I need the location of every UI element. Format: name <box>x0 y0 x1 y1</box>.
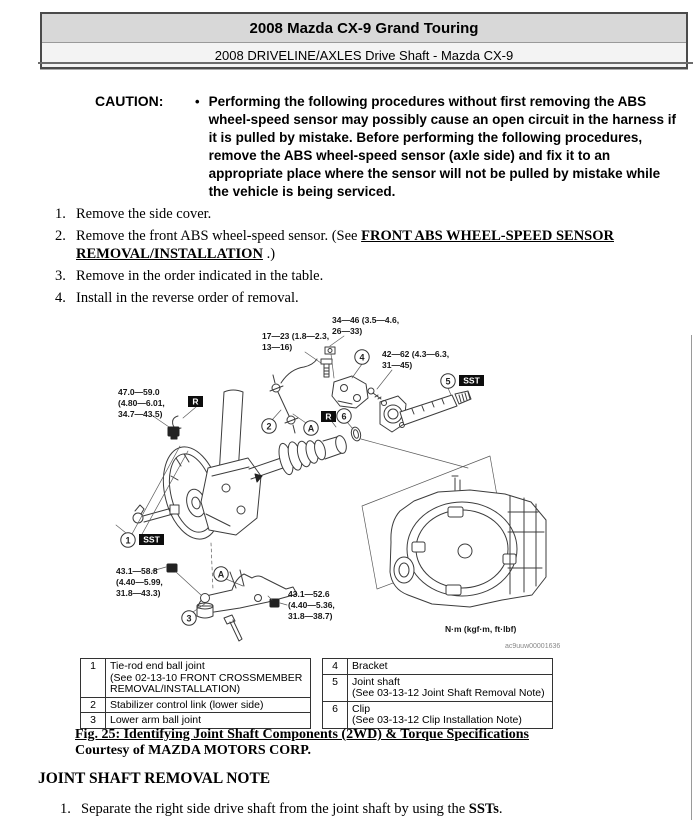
units-note: N·m (kgf·m, ft·lbf) <box>445 624 516 634</box>
torque-label: 31.8—43.3) <box>116 588 161 598</box>
r-badge: R <box>192 397 198 407</box>
sst-badge: SST <box>143 535 160 545</box>
joint-shaft-art <box>350 390 472 469</box>
stabilizer-link-art <box>269 358 318 434</box>
figure-courtesy: Courtesy of MAZDA MOTORS CORP. <box>75 743 312 758</box>
bracket-art <box>331 375 369 409</box>
part-row: 6 Clip (See 03-13-12 Clip Installation N… <box>323 700 552 728</box>
torque-label: 34—46 (3.5—4.6, <box>332 315 399 325</box>
torque-label: 31.8—38.7) <box>288 611 333 621</box>
figure-caption-title: Fig. 25: Identifying Joint Shaft Compone… <box>75 727 530 742</box>
caution-block: CAUTION: • Performing the following proc… <box>95 93 677 201</box>
callout-5: 5 <box>445 377 450 387</box>
top-rule <box>38 62 693 64</box>
torque-label: 26—33) <box>332 326 362 336</box>
parts-table-left: 1 Tie-rod end ball joint (See 02-13-10 F… <box>80 658 311 729</box>
caution-label: CAUTION: <box>95 93 164 109</box>
step-number: 2. <box>55 228 66 244</box>
step-number: 3. <box>55 268 66 284</box>
diagram-svg: 34—46 (3.5—4.6, 26—33) 17—23 (1.8—2.3, 1… <box>115 315 560 650</box>
step-number: 1. <box>60 801 71 817</box>
torque-label: (4.40—5.99, <box>116 577 163 587</box>
torque-label: (4.40—5.36, <box>288 600 335 610</box>
part-number: 1 <box>81 659 106 697</box>
part-row: 1 Tie-rod end ball joint (See 02-13-10 F… <box>81 659 310 697</box>
knuckle-strut-art <box>162 389 284 540</box>
cv-boot-art <box>254 435 347 483</box>
section-heading: JOINT SHAFT REMOVAL NOTE <box>38 770 271 787</box>
part-name: Lower arm ball joint <box>110 714 202 726</box>
part-row: 5 Joint shaft (See 03-13-12 Joint Shaft … <box>323 673 552 701</box>
part-name: Tie-rod end ball joint (See 02-13-10 FRO… <box>110 660 303 695</box>
callout-4: 4 <box>359 353 364 363</box>
callout-2: 2 <box>266 422 271 432</box>
step-number: 4. <box>55 290 66 306</box>
step-item: 1. Remove the side cover. <box>55 205 620 223</box>
fasteners-art <box>320 346 382 400</box>
part-name: Stabilizer control link (lower side) <box>110 698 264 711</box>
r-badge: R <box>325 412 331 422</box>
figure-caption: Fig. 25: Identifying Joint Shaft Compone… <box>75 727 529 759</box>
caution-text: Performing the following procedures with… <box>208 94 676 199</box>
part-number: 5 <box>323 674 348 701</box>
torque-label: 17—23 (1.8—2.3, <box>262 331 329 341</box>
badges: SST SST R R <box>139 375 484 545</box>
torque-label: 42—62 (4.3—6.3, <box>382 349 449 359</box>
part-name: Joint shaft (See 03-13-12 Joint Shaft Re… <box>352 675 545 699</box>
torque-label: 31—45) <box>382 360 412 370</box>
step-item: 4. Install in the reverse order of remov… <box>55 289 620 307</box>
image-code: ac9uuw00001636 <box>505 643 560 650</box>
right-edge-border <box>691 335 692 820</box>
part-row: 3 Lower arm ball joint <box>81 712 310 728</box>
step-text: Install in the reverse order of removal. <box>76 290 299 306</box>
step-number: 1. <box>55 206 66 222</box>
torque-label: (4.80—6.01, <box>118 398 165 408</box>
torque-label: 13—16) <box>262 342 292 352</box>
part-number: 6 <box>323 701 348 728</box>
sst-text: SSTs <box>468 801 499 817</box>
step-text: Remove the front ABS wheel-speed sensor.… <box>76 228 614 262</box>
header-table: 2008 Mazda CX-9 Grand Touring 2008 DRIVE… <box>40 12 688 69</box>
step-text: Separate the right side drive shaft from… <box>81 801 503 817</box>
callout-circles: 1 2 3 4 5 6 A A <box>120 349 456 626</box>
removal-step: 1. Separate the right side drive shaft f… <box>60 801 503 818</box>
torque-label: 43.1—58.8 <box>116 566 158 576</box>
bullet-glyph: • <box>195 94 200 109</box>
torque-label: 34.7—43.5) <box>118 409 163 419</box>
torque-label: 47.0—59.0 <box>118 387 160 397</box>
callout-a: A <box>218 570 225 580</box>
transaxle-art <box>361 455 547 608</box>
leader-lines <box>115 335 452 613</box>
step-item: 3. Remove in the order indicated in the … <box>55 267 620 285</box>
parts-table-right: 4 Bracket 5 Joint shaft (See 03-13-12 Jo… <box>322 658 553 729</box>
abs-sensor-removal-link[interactable]: FRONT ABS WHEEL-SPEED SENSOR REMOVAL/INS… <box>76 228 614 262</box>
part-row: 4 Bracket <box>323 659 552 674</box>
tie-rod-art <box>131 445 189 537</box>
part-name: Bracket <box>352 660 388 672</box>
part-name: Clip (See 03-13-12 Clip Installation Not… <box>352 702 522 726</box>
callout-3: 3 <box>186 614 191 624</box>
sst-badge: SST <box>463 376 480 386</box>
page-title: 2008 Mazda CX-9 Grand Touring <box>42 14 686 43</box>
procedure-steps: 1. Remove the side cover. 2. Remove the … <box>55 205 620 311</box>
step-item: 2. Remove the front ABS wheel-speed sens… <box>55 227 620 263</box>
parts-diagram: 34—46 (3.5—4.6, 26—33) 17—23 (1.8—2.3, 1… <box>0 306 693 658</box>
callout-6: 6 <box>341 412 346 422</box>
torque-labels: 34—46 (3.5—4.6, 26—33) 17—23 (1.8—2.3, 1… <box>116 315 449 621</box>
step-text: Remove in the order indicated in the tab… <box>76 268 324 284</box>
parts-tables: 1 Tie-rod end ball joint (See 02-13-10 F… <box>80 658 553 729</box>
torque-label: 43.1—52.6 <box>288 589 330 599</box>
callout-a: A <box>308 424 315 434</box>
part-number: 2 <box>81 697 106 712</box>
part-row: 2 Stabilizer control link (lower side) <box>81 696 310 712</box>
callout-1: 1 <box>125 536 130 546</box>
step-text: Remove the side cover. <box>76 206 212 222</box>
lower-arm-art <box>166 542 298 642</box>
part-number: 3 <box>81 713 106 728</box>
part-number: 4 <box>323 659 348 674</box>
